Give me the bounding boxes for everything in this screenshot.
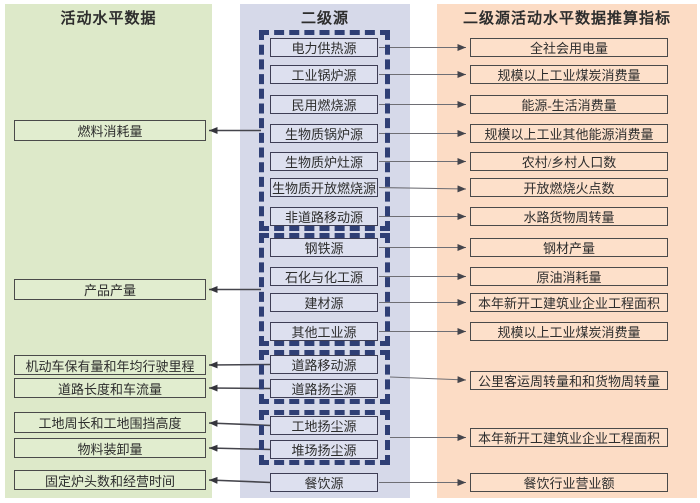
node-road-mobile: 道路移动源 xyxy=(270,355,378,374)
group-construction-dust-sources xyxy=(259,410,390,465)
node-storage-pile-dust: 堆场扬尘源 xyxy=(270,440,378,459)
group-industrial-process-sources xyxy=(259,233,390,346)
node-site-perimeter-fence: 工地周长和工地围挡高度 xyxy=(14,412,206,433)
node-catering-revenue: 餐饮行业营业额 xyxy=(470,473,668,492)
node-new-construction-area: 本年新开工建筑业企业工程面积 xyxy=(470,293,668,312)
node-rural-population: 农村/乡村人口数 xyxy=(470,152,668,171)
node-petrochemical-chemical: 石化与化工源 xyxy=(270,267,378,286)
activity-data-header: 活动水平数据 xyxy=(60,11,157,27)
node-industrial-coal-consumption: 规模以上工业煤炭消费量 xyxy=(470,65,668,84)
secondary-source-header: 二级源 xyxy=(300,11,349,27)
group-road-sources xyxy=(259,350,390,404)
node-new-construction-area-2: 本年新开工建筑业企业工程面积 xyxy=(470,428,668,447)
node-electricity-consumption: 全社会用电量 xyxy=(470,38,668,57)
node-road-length-traffic: 道路长度和车流量 xyxy=(14,378,206,398)
node-crude-oil-consumption: 原油消耗量 xyxy=(470,267,668,286)
node-biomass-stove: 生物质炉灶源 xyxy=(270,152,378,171)
node-other-industry: 其他工业源 xyxy=(270,322,378,341)
node-steel-output: 钢材产量 xyxy=(470,238,668,257)
node-industrial-coal-consumption-2: 规模以上工业煤炭消费量 xyxy=(470,322,668,341)
node-passenger-freight-turnover: 公里客运周转量和和货物周转量 xyxy=(470,371,668,390)
node-biomass-open-burning: 生物质开放燃烧源 xyxy=(270,178,378,197)
node-residential-combustion: 民用燃烧源 xyxy=(270,95,378,114)
group-fuel-combustion-sources xyxy=(259,30,390,231)
node-product-output: 产品产量 xyxy=(14,279,206,300)
node-vehicle-population-mileage: 机动车保有量和年均行驶里程 xyxy=(14,355,206,375)
node-power-heating: 电力供热源 xyxy=(270,38,378,57)
node-stove-count-hours: 固定炉头数和经营时间 xyxy=(14,470,206,490)
node-energy-living-consumption: 能源-生活消费量 xyxy=(470,95,668,114)
indicator-header: 二级源活动水平数据推算指标 xyxy=(462,11,671,27)
node-industrial-boiler: 工业锅炉源 xyxy=(270,65,378,84)
node-iron-steel: 钢铁源 xyxy=(270,238,378,257)
node-road-dust: 道路扬尘源 xyxy=(270,379,378,398)
node-open-burning-fire-count: 开放燃烧火点数 xyxy=(470,178,668,197)
node-biomass-boiler: 生物质锅炉源 xyxy=(270,124,378,143)
node-non-road-mobile: 非道路移动源 xyxy=(270,207,378,226)
node-catering: 餐饮源 xyxy=(270,473,378,492)
node-waterway-freight-turnover: 水路货物周转量 xyxy=(470,207,668,226)
node-construction-dust: 工地扬尘源 xyxy=(270,416,378,435)
node-fuel-consumption: 燃料消耗量 xyxy=(14,120,206,141)
node-building-materials: 建材源 xyxy=(270,293,378,312)
node-industrial-other-energy: 规模以上工业其他能源消费量 xyxy=(470,124,668,143)
node-material-handling: 物料装卸量 xyxy=(14,438,206,458)
